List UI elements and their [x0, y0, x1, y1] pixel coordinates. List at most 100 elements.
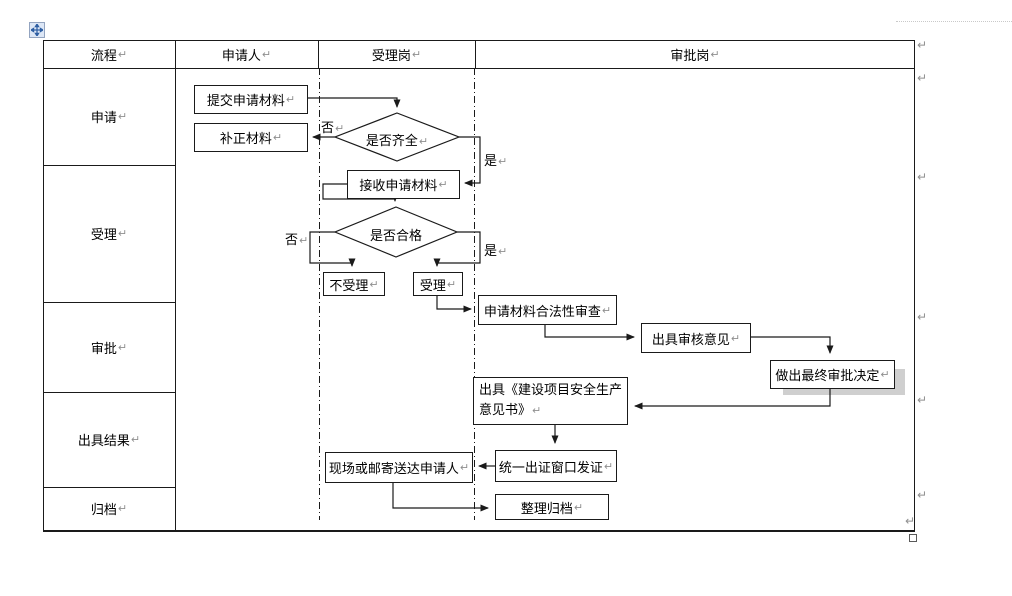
check-complete-label: 是否齐全 — [365, 134, 418, 149]
row-border-3 — [43, 392, 175, 393]
paragraph-mark: ↵ — [335, 122, 345, 135]
flow-node-receive[interactable]: 接收申请材料↵ — [347, 170, 460, 199]
paragraph-mark: ↵ — [917, 488, 928, 502]
connector-opinion-to-decision — [749, 336, 834, 354]
paragraph-mark: ↵ — [532, 404, 542, 417]
paragraph-mark: ↵ — [418, 135, 429, 148]
paragraph-mark: ↵ — [498, 245, 508, 258]
paragraph-mark: ↵ — [917, 71, 928, 85]
flow-node-decision[interactable]: 做出最终审批决定↵ — [770, 360, 895, 389]
connector-qualified-yes-to-accept — [433, 231, 481, 267]
connector-qualified-no-to-reject — [309, 231, 356, 267]
text-boundary-line — [896, 21, 1012, 22]
paragraph-mark: ↵ — [603, 459, 614, 473]
flow-node-review[interactable]: 申请材料合法性审查↵ — [478, 295, 617, 325]
row-label-accept: 受理 — [90, 228, 117, 243]
paragraph-mark: ↵ — [601, 303, 612, 317]
decision-label: 做出最终审批决定 — [775, 369, 880, 384]
paragraph-mark: ↵ — [117, 227, 128, 240]
no2-text: 否 — [285, 233, 299, 248]
header-cell-applicant[interactable]: 申请人↵ — [175, 40, 318, 68]
paragraph-mark: ↵ — [272, 131, 283, 144]
flow-node-window[interactable]: 统一出证窗口发证↵ — [495, 450, 617, 482]
issue-label-line1: 出具《建设项目安全生产 — [479, 383, 623, 398]
yes1-text: 是 — [484, 154, 498, 169]
paragraph-mark: ↵ — [285, 93, 296, 106]
header-label-approval: 审批岗 — [670, 48, 710, 64]
paragraph-mark: ↵ — [905, 514, 916, 528]
row-label-approve: 审批 — [90, 341, 117, 357]
row-border-4 — [43, 487, 175, 488]
diamond-check-qualified-shape[interactable] — [333, 206, 459, 258]
row-cell-apply[interactable]: 申请↵ — [43, 68, 175, 165]
header-cell-process[interactable]: 流程↵ — [43, 40, 175, 68]
archive-label: 整理归档 — [520, 501, 573, 517]
header-label-applicant: 申请人 — [221, 48, 261, 64]
row-label-apply: 申请 — [90, 111, 117, 126]
paragraph-mark: ↵ — [299, 234, 309, 247]
submit-label: 提交申请材料 — [206, 94, 285, 109]
deliver-label: 现场或邮寄送达申请人 — [328, 462, 459, 477]
connector-receive-to-qualified — [322, 183, 399, 202]
yes2-text: 是 — [484, 244, 498, 259]
branch-label-no-2[interactable]: 否↵ — [285, 229, 308, 248]
row-border-2 — [43, 302, 175, 303]
move-arrows-icon — [31, 24, 43, 36]
flow-node-opinion[interactable]: 出具审核意见↵ — [641, 323, 751, 353]
no1-text: 否 — [321, 121, 335, 136]
paragraph-mark: ↵ — [730, 331, 741, 345]
branch-label-yes-2[interactable]: 是↵ — [484, 240, 507, 259]
reject-label: 不受理 — [329, 278, 369, 294]
branch-label-no-1[interactable]: 否↵ — [321, 117, 344, 136]
paragraph-mark: ↵ — [917, 310, 928, 324]
column-border-process — [175, 40, 176, 532]
flow-node-check-qualified[interactable]: 是否合格 — [350, 225, 442, 244]
row-cell-accept[interactable]: 受理↵ — [43, 165, 175, 302]
paragraph-mark: ↵ — [446, 277, 457, 291]
flow-node-submit[interactable]: 提交申请材料↵ — [194, 85, 308, 114]
opinion-label: 出具审核意见 — [651, 332, 730, 348]
paragraph-mark: ↵ — [880, 368, 890, 381]
paragraph-mark: ↵ — [117, 47, 128, 61]
receive-label: 接收申请材料 — [359, 179, 438, 194]
paragraph-mark: ↵ — [117, 110, 128, 123]
paragraph-mark: ↵ — [917, 170, 928, 184]
row-cell-archive[interactable]: 归档↵ — [43, 487, 175, 530]
row-label-archive: 归档 — [90, 503, 117, 518]
paragraph-mark: ↵ — [573, 500, 584, 514]
header-cell-acceptance[interactable]: 受理岗↵ — [318, 40, 475, 68]
flow-node-deliver[interactable]: 现场或邮寄送达申请人↵ — [325, 452, 473, 483]
paragraph-mark: ↵ — [917, 38, 928, 52]
table-move-handle[interactable] — [29, 22, 45, 38]
connector-accept-to-review — [436, 294, 472, 313]
row-cell-result[interactable]: 出具结果↵ — [43, 392, 175, 487]
paragraph-mark: ↵ — [117, 502, 128, 515]
row-cell-approve[interactable]: 审批↵ — [43, 302, 175, 392]
paragraph-mark: ↵ — [459, 461, 470, 474]
header-label-process: 流程 — [90, 48, 117, 64]
table-outer-border — [43, 40, 915, 532]
flow-node-issue[interactable]: 出具《建设项目安全生产 意见书》↵ — [473, 377, 628, 425]
check-qualified-label: 是否合格 — [369, 229, 422, 244]
flow-node-correct[interactable]: 补正材料↵ — [194, 123, 308, 152]
branch-label-yes-1[interactable]: 是↵ — [484, 150, 507, 169]
flow-node-check-complete[interactable]: 是否齐全↵ — [352, 130, 442, 149]
paragraph-mark: ↵ — [261, 47, 272, 61]
paragraph-mark: ↵ — [710, 47, 720, 61]
paragraph-mark: ↵ — [498, 155, 508, 168]
connector-review-to-opinion — [544, 323, 635, 341]
table-resize-handle[interactable] — [909, 534, 917, 542]
paragraph-mark: ↵ — [130, 433, 141, 446]
accept-label: 受理 — [419, 278, 446, 294]
review-label: 申请材料合法性审查 — [483, 304, 601, 320]
paragraph-mark: ↵ — [117, 340, 128, 354]
flow-node-accept[interactable]: 受理↵ — [413, 272, 463, 296]
flow-node-archive[interactable]: 整理归档↵ — [495, 494, 609, 520]
window-label: 统一出证窗口发证 — [498, 460, 603, 476]
connector-decision-to-issue — [634, 387, 831, 410]
diamond-check-complete-shape[interactable] — [333, 112, 461, 162]
paragraph-mark: ↵ — [438, 178, 448, 191]
header-row-border — [43, 68, 915, 69]
flow-node-reject[interactable]: 不受理↵ — [323, 272, 385, 296]
header-cell-approval[interactable]: 审批岗↵ — [475, 40, 915, 68]
